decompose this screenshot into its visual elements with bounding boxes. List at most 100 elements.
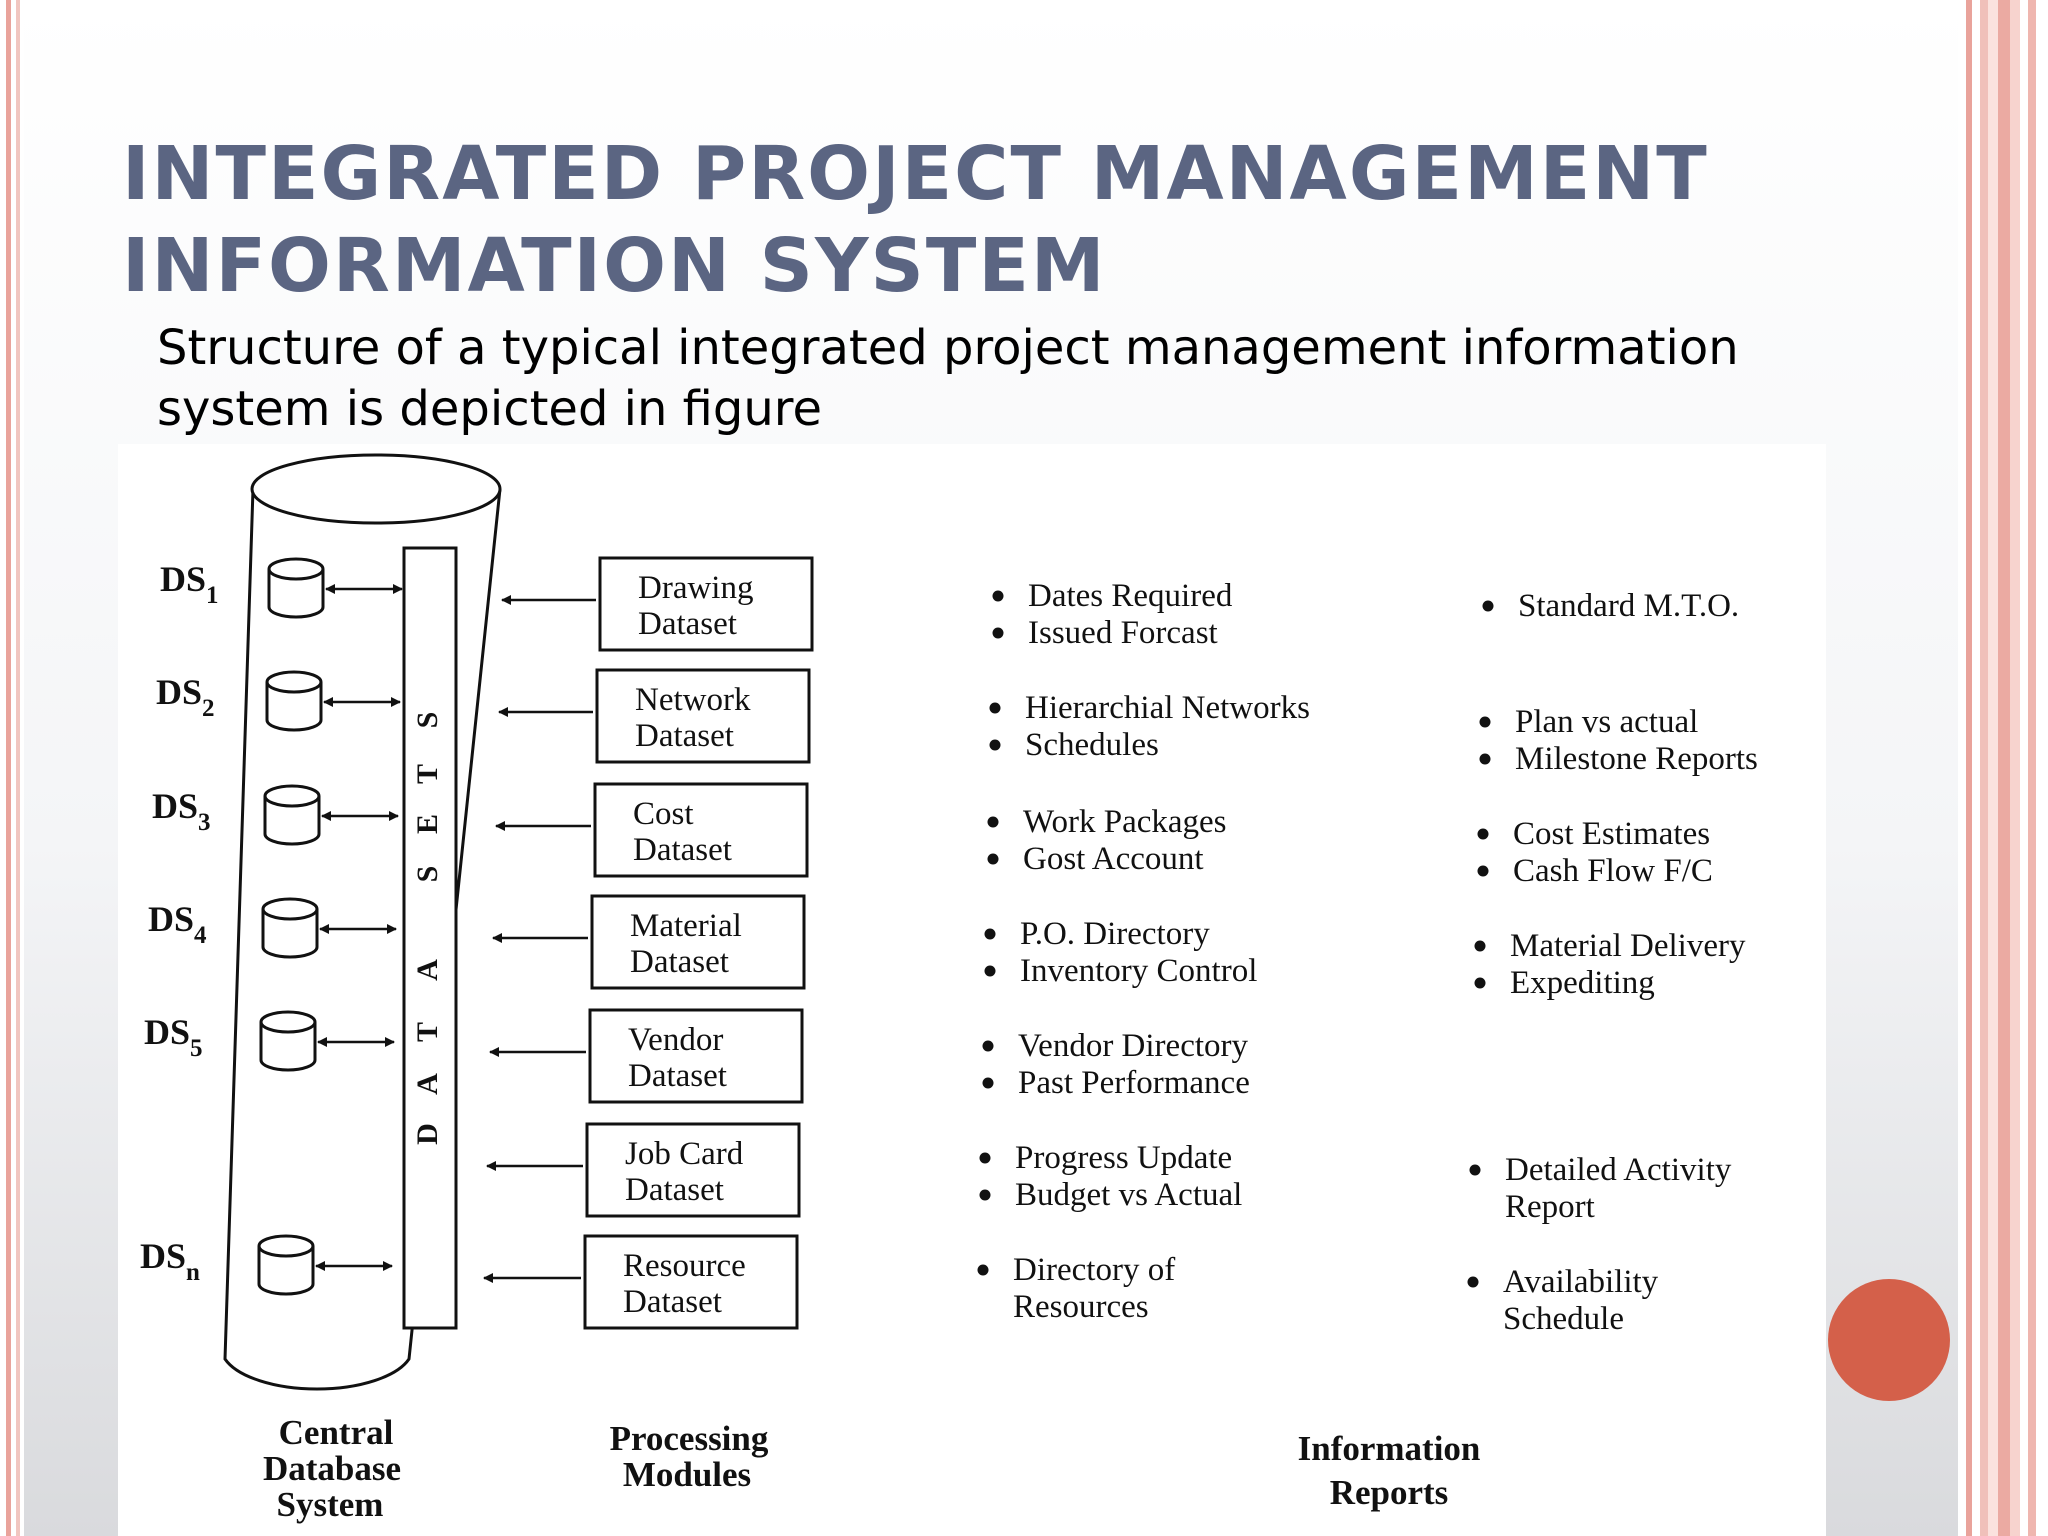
data-store-label-subscript: 2 xyxy=(202,695,215,722)
bullet-dot xyxy=(1482,600,1494,612)
report-item: Dates Required xyxy=(1028,578,1233,614)
module-label-line-1: Material xyxy=(630,908,742,944)
bullet-dot xyxy=(992,590,1004,602)
data-store-3: DS3 xyxy=(152,784,399,846)
report-item: Issued Forcast xyxy=(1028,615,1218,651)
slide-title: INTEGRATED PROJECT MANAGEMENT INFORMATIO… xyxy=(122,128,1942,312)
datasets-letter: S xyxy=(411,866,444,883)
report-item: Standard M.T.O. xyxy=(1518,588,1739,624)
data-store-label-subscript: 4 xyxy=(194,922,207,949)
module-label-line-2: Dataset xyxy=(623,1284,722,1320)
report-item: Cash Flow F/C xyxy=(1513,853,1713,889)
module-label-line-2: Dataset xyxy=(633,832,732,868)
report-item: Gost Account xyxy=(1023,841,1204,877)
caption-processing-line-1: Processing xyxy=(610,1419,769,1458)
report-item: Material Delivery xyxy=(1510,928,1746,964)
data-store-label: DS4 xyxy=(148,899,207,949)
bullet-dot xyxy=(1479,716,1491,728)
data-store-cylinder xyxy=(257,1246,315,1296)
data-store-1: DS1 xyxy=(160,557,403,619)
module-box xyxy=(598,556,814,652)
bullet-dot xyxy=(982,1077,994,1089)
bullet-dot xyxy=(987,816,999,828)
report-item: Vendor Directory xyxy=(1018,1028,1249,1064)
caption-central-line-2: Database xyxy=(263,1449,401,1488)
module-label-line-2: Dataset xyxy=(625,1172,724,1208)
slide-frame-left-edge xyxy=(0,0,24,1536)
module-box xyxy=(590,894,806,990)
slide-subtitle: Structure of a typical integrated projec… xyxy=(157,318,1937,440)
data-store-label: DS3 xyxy=(152,786,211,836)
data-store-label: DS5 xyxy=(144,1012,203,1062)
bullet-dot xyxy=(984,928,996,940)
data-store-5: DS5 xyxy=(144,1010,395,1072)
module-label-line-2: Dataset xyxy=(638,606,737,642)
data-store-label-main: DS xyxy=(152,786,198,826)
report-item: Plan vs actual xyxy=(1515,704,1698,740)
report-group: Standard M.T.O. xyxy=(1482,588,1739,624)
data-store-cylinder xyxy=(267,569,325,619)
datasets-letter: S xyxy=(411,712,444,729)
bullet-dot xyxy=(992,627,1004,639)
data-store-2: DS2 xyxy=(156,670,401,732)
module-label-line-2: Dataset xyxy=(635,718,734,754)
report-item: Report xyxy=(1505,1189,1595,1225)
bullet-dot xyxy=(1474,977,1486,989)
report-item: Budget vs Actual xyxy=(1015,1177,1242,1213)
module-box xyxy=(585,1122,801,1218)
slide-title-line-1: INTEGRATED PROJECT MANAGEMENT xyxy=(122,131,1709,217)
report-item: Cost Estimates xyxy=(1513,816,1710,852)
bullet-dot xyxy=(1474,940,1486,952)
data-store-cylinder xyxy=(265,682,323,732)
report-item: Past Performance xyxy=(1018,1065,1250,1101)
datasets-letter: D xyxy=(411,1123,444,1145)
datasets-letter: A xyxy=(411,959,444,981)
slide-subtitle-line-2: system is depicted in figure xyxy=(157,381,823,437)
data-store-cylinder xyxy=(261,909,319,959)
module-box xyxy=(583,1234,799,1330)
report-item: Schedules xyxy=(1025,727,1159,763)
report-item: Availability xyxy=(1503,1264,1659,1300)
module-box xyxy=(588,1008,804,1104)
module-label-line-1: Drawing xyxy=(638,570,753,606)
datasets-letter: T xyxy=(411,764,444,784)
report-item: P.O. Directory xyxy=(1020,916,1210,952)
report-item: Milestone Reports xyxy=(1515,741,1758,777)
bullet-dot xyxy=(979,1152,991,1164)
module-label-line-2: Dataset xyxy=(630,944,729,980)
processing-modules: DrawingDatasetNetworkDatasetCostDatasetM… xyxy=(483,556,814,1330)
report-item: Expediting xyxy=(1510,965,1655,1001)
caption-central-line-1: Central xyxy=(279,1413,394,1452)
datasets-bar xyxy=(402,546,458,1330)
bullet-dot xyxy=(989,702,1001,714)
module-box xyxy=(595,668,811,764)
caption-reports-line-1: Information xyxy=(1298,1429,1481,1468)
data-store-cylinder xyxy=(263,796,321,846)
slide-frame-right-edge xyxy=(1958,0,2048,1536)
module-label-line-1: Job Card xyxy=(625,1136,744,1172)
report-item: Directory of xyxy=(1013,1252,1175,1288)
bullet-dot xyxy=(987,853,999,865)
module-label-line-1: Cost xyxy=(633,796,694,832)
data-store-cylinder-top xyxy=(259,1010,317,1034)
data-store-4: DS4 xyxy=(148,897,397,959)
module-label-line-1: Resource xyxy=(623,1248,746,1284)
data-store-label-subscript: 3 xyxy=(198,809,211,836)
datasets-letter: E xyxy=(411,814,444,834)
data-store-label-subscript: 1 xyxy=(206,582,219,609)
data-store-cylinder-top xyxy=(267,557,325,581)
report-item: Schedule xyxy=(1503,1301,1624,1337)
